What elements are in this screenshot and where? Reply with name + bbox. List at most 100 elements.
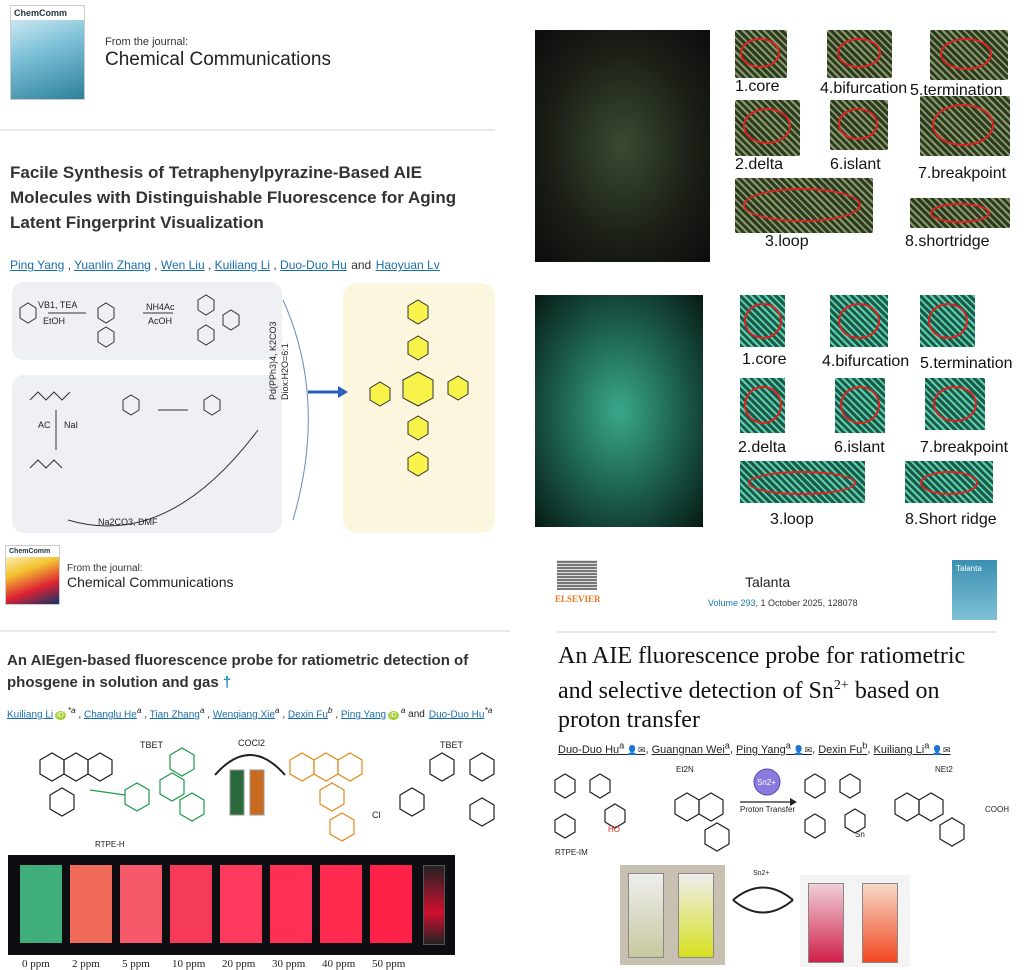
minutia-label: 5.termination [920, 355, 1013, 372]
arrow-label: Proton Transfer [740, 805, 796, 814]
phosgene-scheme-drawing [39, 747, 495, 842]
fluorescence-swatch [20, 865, 62, 943]
minutia-label: 5.termination [910, 82, 1003, 99]
fluorescence-swatch [170, 865, 212, 943]
affiliation-marker: *a [67, 705, 76, 715]
minutia-label: 2.delta [738, 439, 787, 456]
journal-name-link[interactable]: Chemical Communications [67, 574, 234, 590]
concentration-label: 30 ppm [272, 958, 306, 970]
atom-label: COOH [985, 805, 1009, 814]
minutia-label: 2.delta [735, 156, 784, 173]
scheme-panel-top [12, 282, 282, 360]
author-contact-icon: 👤✉ [929, 744, 951, 755]
reagent-label: NH4Ac [146, 302, 175, 312]
author-contact-icon: 👤✉ [790, 744, 813, 755]
minutia-label: 8.Short ridge [905, 511, 997, 528]
author-link[interactable]: Wen Liu [160, 258, 205, 272]
reagent-label: Diox:H2O=6:1 [280, 343, 290, 400]
journal-name-link[interactable]: Talanta [745, 574, 791, 590]
author-link[interactable]: Kuiliang Lia 👤✉ [873, 740, 951, 756]
author-link[interactable]: Dexin Fu [287, 709, 328, 721]
divider [0, 630, 510, 632]
minutiae-grid-1: 1.core 4.bifurcation 5.termination 2.del… [730, 28, 1020, 263]
journal-cover-talanta[interactable]: Talanta [952, 560, 997, 620]
author-contact-icon: 👤✉ [624, 744, 646, 755]
author-link[interactable]: Ping Yang [10, 258, 65, 272]
article-title: Facile Synthesis of Tetraphenylpyrazine-… [10, 163, 457, 232]
minutia-label: 7.breakpoint [918, 165, 1007, 182]
orcid-icon[interactable]: iD [388, 711, 399, 721]
divider [0, 129, 495, 131]
minutia-label: 6.islant [834, 439, 885, 456]
minutia-label: 3.loop [770, 511, 814, 528]
footnote-dagger-link[interactable]: † [222, 674, 232, 691]
reagent-label: Pd(PPh3)4, K2CO3 [268, 321, 278, 400]
author-link[interactable]: Duo-Duo Hu [280, 258, 347, 272]
citation: Volume 293, 1 October 2025, 128078 [708, 598, 858, 608]
minutia-label: 4.bifurcation [820, 80, 908, 97]
scheme-drawing [19, 294, 469, 527]
author-link[interactable]: Duo-Duo Hua 👤✉ [558, 740, 646, 756]
cuvette-photo-before [620, 865, 725, 965]
elsevier-tree-logo[interactable] [557, 560, 597, 590]
divider [557, 631, 997, 633]
author-link[interactable]: Kuiliang Li [214, 258, 271, 272]
volume-link[interactable]: Volume 293 [708, 598, 756, 608]
author-link[interactable]: Changlu He [84, 709, 137, 721]
author-link[interactable]: Haoyuan Lv [375, 258, 440, 272]
author-link[interactable]: Ping Yang [340, 709, 387, 721]
publisher-name: ELSEVIER [555, 594, 601, 604]
atom-label: Sn [855, 830, 865, 839]
atom-label: NEt2 [935, 765, 953, 774]
curved-arrow [732, 886, 794, 914]
reagent-label: Na2CO3, DMF [98, 517, 158, 527]
affiliation-marker: a [400, 705, 406, 715]
affiliation-marker: a [199, 705, 205, 715]
author-link[interactable]: Kuiliang Li [7, 709, 54, 721]
from-journal-label: From the journal: [67, 563, 143, 574]
author-link[interactable]: Dexin Fub [818, 740, 868, 756]
atom-label: Et2N [676, 765, 694, 774]
minutia-label: 7.breakpoint [920, 439, 1009, 456]
author-link[interactable]: Wenqiang Xie [212, 709, 275, 721]
author-link[interactable]: Ping Yanga 👤✉ [736, 740, 813, 756]
synthesis-scheme-figure: VB1, TEA EtOH NH4Ac AcOH NaI AC Na2CO3, … [8, 280, 498, 535]
journal-cover-chemcomm[interactable]: ChemComm [5, 545, 60, 605]
minutiae-grid-2: 1.core 4.bifurcation 5.termination 2.del… [730, 293, 1020, 533]
fingerprint-image-fresh [535, 295, 703, 527]
fluorescence-photo-strip [8, 855, 455, 955]
orcid-icon[interactable]: iD [55, 711, 66, 721]
affiliation-marker: a [136, 705, 142, 715]
minutia-label: 3.loop [765, 233, 809, 250]
author-link[interactable]: Duo-Duo Hu [428, 709, 485, 721]
compound-label: RTPE-IM [555, 848, 588, 857]
author-link[interactable]: Yuanlin Zhang [74, 258, 151, 272]
article-title: An AIEgen-based fluorescence probe for r… [7, 652, 469, 691]
reagent-label: AC [38, 420, 51, 430]
journal-cover-chemcomm[interactable]: ChemComm [10, 5, 85, 100]
atom-label: HO [608, 825, 620, 834]
concentration-label: 0 ppm [22, 958, 50, 970]
minutia-label: 4.bifurcation [822, 353, 910, 370]
fluorescence-swatch [320, 865, 362, 943]
reagent-label: NaI [64, 420, 79, 430]
author-list: Duo-Duo Hua 👤✉, Guangnan Weia, Ping Yang… [558, 740, 951, 756]
minutia-label: 1.core [742, 351, 787, 368]
ion-label: Sn2+ [757, 778, 776, 787]
affiliation-marker: b [327, 705, 333, 715]
concentration-label: 2 ppm [72, 958, 100, 970]
concentration-label: 10 ppm [172, 958, 206, 970]
author-link[interactable]: Guangnan Weia [651, 740, 730, 756]
fluorescence-swatch [370, 865, 412, 943]
from-journal-label: From the journal: [105, 36, 189, 48]
concentration-label: 50 ppm [372, 958, 406, 970]
vial-image [423, 865, 445, 945]
concentration-label: 40 ppm [322, 958, 356, 970]
reagent-label: AcOH [148, 316, 173, 326]
atom-label: Cl [372, 810, 381, 820]
author-link[interactable]: Tian Zhang [149, 709, 200, 721]
fluorescence-swatch [120, 865, 162, 943]
reagent-label: COCl2 [238, 738, 266, 748]
journal-name-link[interactable]: Chemical Communications [105, 49, 331, 70]
